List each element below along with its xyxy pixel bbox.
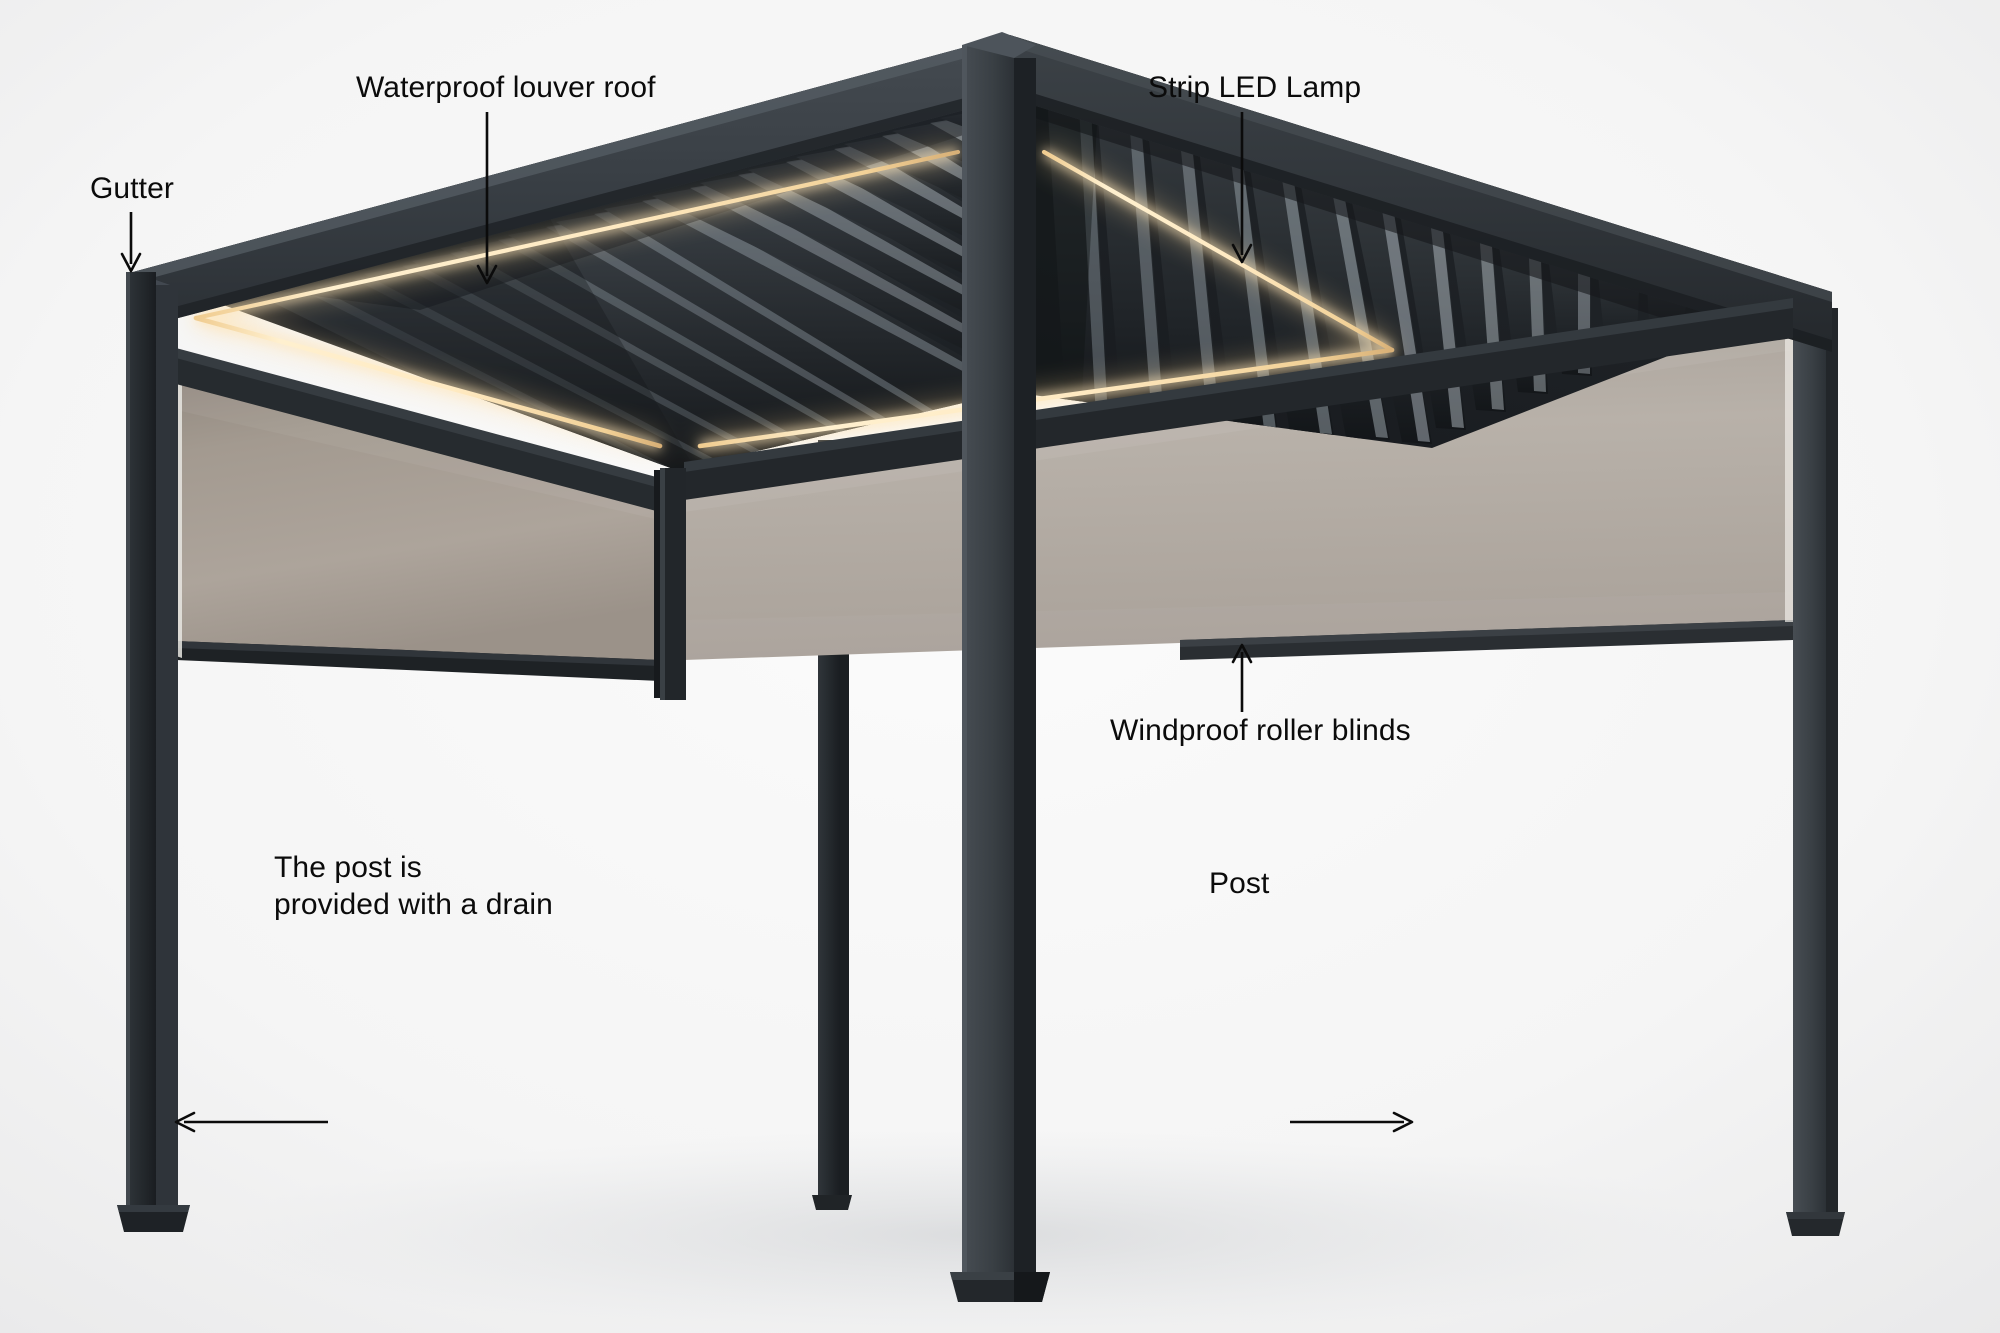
annotation-layer: Gutter Waterproof louver roof Strip LED …: [90, 71, 1414, 1133]
annotation-post-drain-label-line-2: provided with a drain: [274, 888, 553, 921]
annotation-gutter-arrowhead: [120, 252, 142, 273]
louver-blades-left: [268, 105, 1010, 470]
post-front-left: [117, 272, 190, 1232]
annotation-post-arrowhead: [1392, 1111, 1414, 1133]
annotation-post-drain-label-line-1: The post is: [274, 851, 422, 884]
annotation-windproof-roller-blinds-arrowhead: [1231, 643, 1253, 664]
annotation-waterproof-louver-roof-arrowhead: [476, 264, 498, 285]
annotation-post: Post: [1209, 867, 1414, 1133]
gutter-beam-right: [1010, 35, 1832, 352]
annotation-gutter: Gutter: [90, 172, 174, 273]
annotation-waterproof-louver-roof-label: Waterproof louver roof: [356, 71, 656, 104]
annotation-strip-led-lamp: Strip LED Lamp: [1148, 71, 1361, 264]
led-strip-back-left: [193, 149, 961, 321]
annotation-windproof-roller-blinds: Windproof roller blinds: [1110, 643, 1411, 747]
annotation-strip-led-lamp-arrowhead: [1231, 243, 1253, 264]
annotation-post-drain: The post is provided with a drain: [174, 851, 553, 1133]
roof-underside-left: [133, 35, 1010, 470]
front-beam-left: [176, 348, 660, 512]
post-right: [1786, 300, 1845, 1236]
led-strip-front-left: [193, 315, 663, 449]
annotation-strip-led-lamp-label: Strip LED Lamp: [1148, 71, 1361, 104]
blind-rail-center: [660, 468, 686, 700]
blind-guide-left: [654, 470, 660, 698]
annotation-post-drain-arrowhead: [174, 1111, 196, 1133]
front-beam-right: [684, 298, 1793, 500]
led-strip-front-right: [697, 347, 1395, 449]
strip-led-lamp-group: [193, 146, 1395, 452]
gutter-beam-left: [133, 35, 1010, 330]
led-strip-back-right: [1041, 149, 1395, 353]
annotation-windproof-roller-blinds-label: Windproof roller blinds: [1110, 714, 1411, 747]
annotation-gutter-label: Gutter: [90, 172, 174, 205]
annotation-post-label: Post: [1209, 867, 1270, 900]
annotation-waterproof-louver-roof: Waterproof louver roof: [356, 71, 656, 285]
post-front-center: [950, 32, 1050, 1302]
